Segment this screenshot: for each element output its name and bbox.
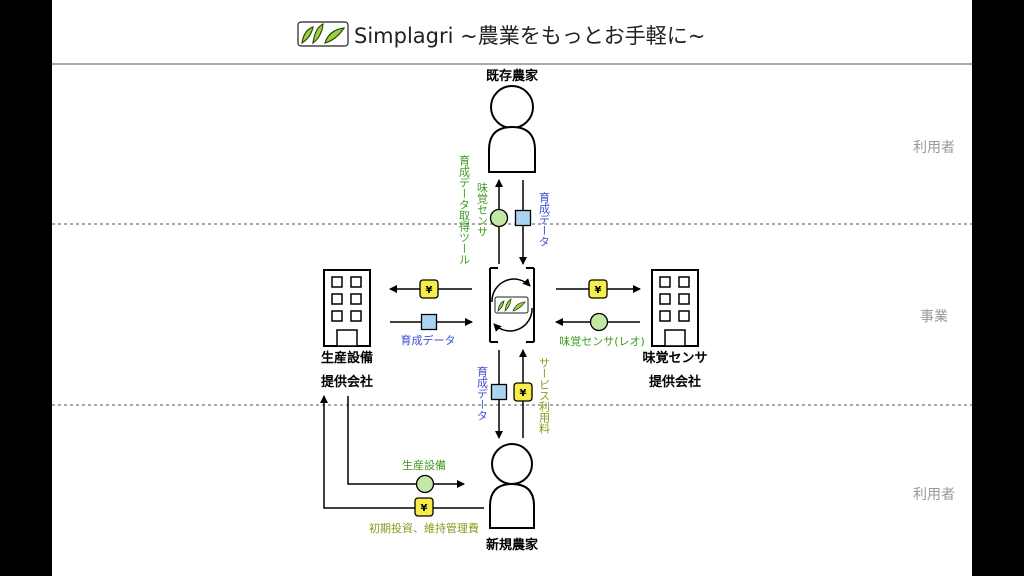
yen-token-bottom-icon — [513, 382, 533, 402]
page-title: Simplagri ~農業をもっとお手軽に~ — [354, 24, 705, 48]
sensor-company-building-icon — [651, 269, 699, 347]
sensor-company-label-2: 提供会社 — [649, 374, 701, 390]
yen-token-right-icon — [588, 279, 608, 299]
equipment-company-label-2: 提供会社 — [321, 374, 373, 390]
taste-sensor-vertical-label: 味覚センサ — [476, 182, 489, 237]
growth-tool-label: 育成データ取得ツール — [458, 154, 471, 265]
simplagri-platform-icon — [489, 267, 535, 343]
title-logo-icon — [297, 21, 349, 47]
service-fee-label: サービス利用料 — [538, 357, 551, 435]
growth-data-bottom-label: 育成データ — [476, 365, 489, 421]
yen-token-left-icon — [419, 279, 439, 299]
growth-data-token-icon — [514, 209, 532, 227]
equipment-token-icon — [415, 474, 435, 494]
zone-label-top: 利用者 — [913, 140, 955, 156]
growth-data-down-label: 育成データ — [538, 191, 551, 247]
yen-symbol-investment: ¥ — [421, 503, 428, 514]
growth-data-left-label: 育成データ — [401, 333, 456, 347]
existing-farmer-label: 既存農家 — [486, 68, 539, 84]
business-model-diagram: Simplagri ~農業をもっとお手軽に~ 利用者 事業 利用者 既存農家 新… — [52, 21, 972, 553]
taste-sensor-leo-label: 味覚センサ(レオ) — [559, 335, 645, 348]
growth-data-token-bottom-icon — [490, 383, 508, 401]
yen-symbol-right: ¥ — [595, 285, 602, 296]
equipment-company-label-1: 生産設備 — [321, 350, 373, 366]
new-farmer-label: 新規農家 — [486, 537, 539, 553]
new-farmer-person-icon — [489, 443, 535, 529]
sensor-company-label-1: 味覚センサ — [642, 350, 707, 366]
slide: Simplagri ~農業をもっとお手軽に~ 利用者 事業 利用者 既存農家 新… — [52, 0, 972, 576]
yen-symbol-bottom: ¥ — [520, 388, 527, 399]
yen-symbol-left: ¥ — [426, 285, 433, 296]
growth-data-token-left-icon — [420, 313, 438, 331]
yen-token-investment-icon — [414, 497, 434, 517]
zone-label-middle: 事業 — [920, 309, 948, 325]
zone-label-bottom: 利用者 — [913, 487, 955, 503]
taste-sensor-token-icon — [489, 208, 509, 228]
equipment-label: 生産設備 — [402, 458, 446, 472]
investment-label: 初期投資、維持管理費 — [369, 521, 479, 535]
equipment-company-building-icon — [323, 269, 371, 347]
existing-farmer-person-icon — [488, 85, 536, 173]
taste-sensor-token-right-icon — [589, 312, 609, 332]
